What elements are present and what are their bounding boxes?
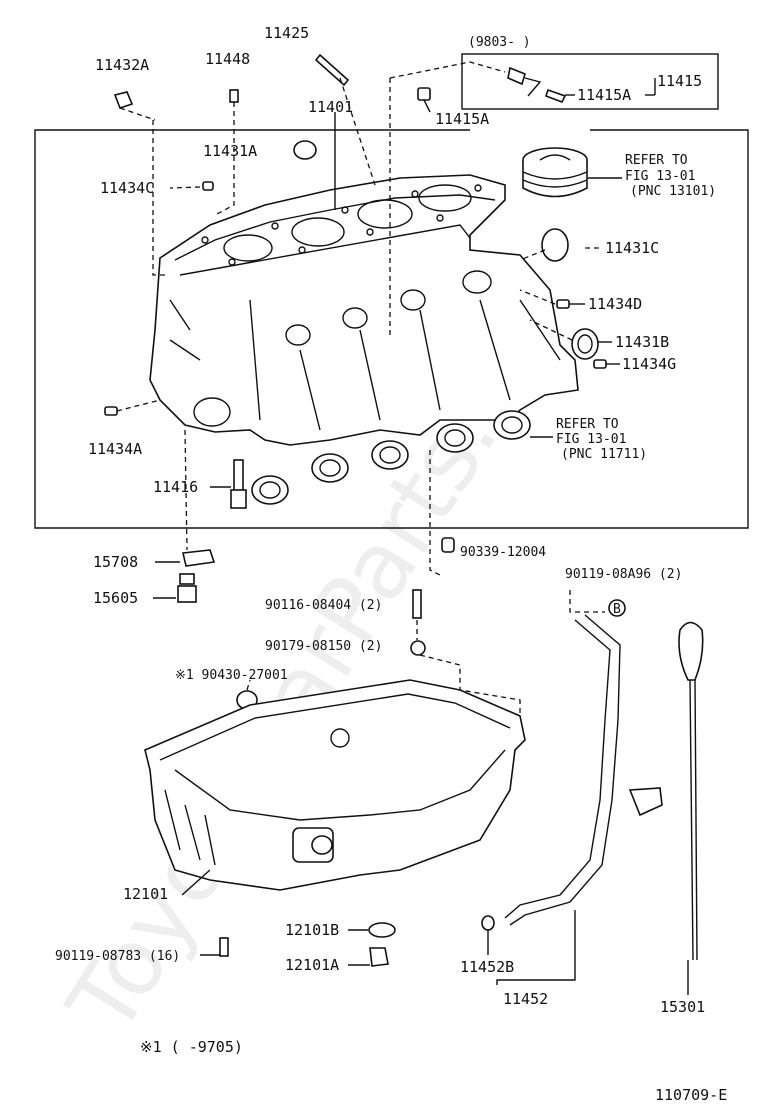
- refer-note-bearing: REFER TO FIG 13-01 (PNC 11711): [556, 417, 647, 462]
- label-11425: 11425: [264, 24, 309, 42]
- label-90430: ※1 90430-27001: [175, 668, 288, 683]
- svg-text:(PNC 13101): (PNC 13101): [630, 184, 716, 199]
- label-90119-08A96: 90119-08A96 (2): [565, 567, 682, 582]
- refer-note-piston: REFER TO FIG 13-01 (PNC 13101): [625, 153, 716, 199]
- svg-text:REFER TO: REFER TO: [556, 417, 619, 432]
- dipstick: [481, 614, 704, 961]
- label-15301: 15301: [660, 998, 705, 1016]
- label-11431B: 11431B: [615, 333, 669, 351]
- label-11415A-inner: 11415A: [577, 86, 631, 104]
- bearings: [230, 410, 553, 509]
- label-12101A: 12101A: [285, 956, 339, 974]
- label-11452B: 11452B: [460, 958, 514, 976]
- label-15605: 15605: [93, 589, 138, 607]
- svg-text:FIG 13-01: FIG 13-01: [556, 432, 626, 447]
- label-11434G: 11434G: [622, 355, 676, 373]
- label-11452: 11452: [503, 990, 548, 1008]
- svg-text:REFER TO: REFER TO: [625, 153, 688, 168]
- label-11434C: 11434C: [100, 179, 154, 197]
- label-11432A: 11432A: [95, 56, 149, 74]
- label-11434D: 11434D: [588, 295, 642, 313]
- label-12101B: 12101B: [285, 921, 339, 939]
- small-parts: [104, 53, 607, 416]
- label-11401: 11401: [308, 98, 353, 116]
- block-frame: [34, 129, 749, 529]
- label-11415: 11415: [657, 72, 702, 90]
- diagram-id: 110709-E: [655, 1086, 727, 1104]
- label-11416: 11416: [153, 478, 198, 496]
- label-90179: 90179-08150 (2): [265, 639, 382, 654]
- lower-parts: B: [177, 537, 626, 710]
- svg-text:(PNC 11711): (PNC 11711): [561, 447, 647, 462]
- label-11448: 11448: [205, 50, 250, 68]
- svg-text:FIG 13-01: FIG 13-01: [625, 169, 695, 184]
- piston: [522, 147, 622, 198]
- label-15708: 15708: [93, 553, 138, 571]
- label-12101: 12101: [123, 885, 168, 903]
- label-90116: 90116-08404 (2): [265, 598, 382, 613]
- oil-pan: [144, 679, 526, 967]
- label-11431C: 11431C: [605, 239, 659, 257]
- sub-frame: [461, 53, 719, 110]
- label-90119-08783: 90119-08783 (16): [55, 949, 180, 964]
- year-range: (9803- ): [468, 35, 531, 50]
- circle-b-label: B: [613, 602, 621, 617]
- label-11434A: 11434A: [88, 440, 142, 458]
- footnote: ※1 ( -9705): [140, 1038, 243, 1056]
- label-90339: 90339-12004: [460, 545, 546, 560]
- label-11431A: 11431A: [203, 142, 257, 160]
- label-11415A-outer: 11415A: [435, 110, 489, 128]
- engine-block: [149, 174, 579, 446]
- leader-lines: [116, 61, 689, 995]
